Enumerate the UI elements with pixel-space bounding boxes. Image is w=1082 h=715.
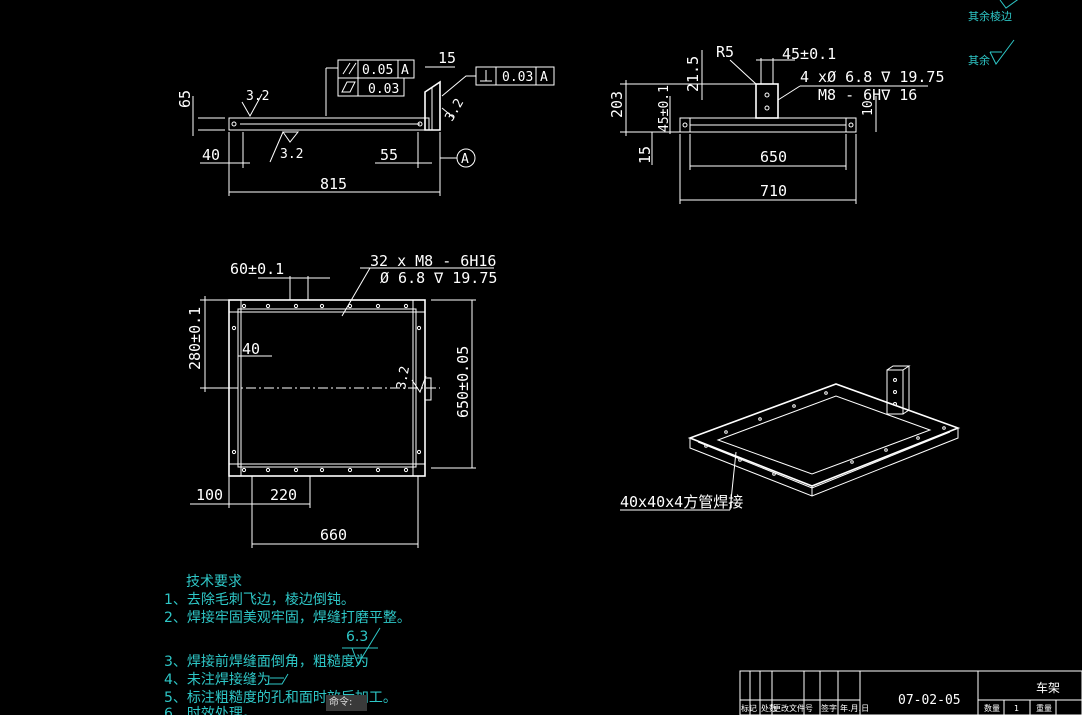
dim-r5: R5 (716, 43, 734, 61)
dim-15-side: 15 (636, 146, 654, 164)
dim-45-vert: 45±0.1 (657, 85, 672, 132)
roughness-top: 3.2 (394, 365, 413, 391)
tol-datum-a: A (401, 63, 409, 78)
tol-parallel: 0.05 (362, 63, 393, 78)
tb-h5: 年.月.日 (840, 703, 869, 713)
roughness-symbol-icon (989, 39, 1015, 65)
bolt-holes (231, 303, 422, 473)
roughness-32c: 3.2 (442, 96, 467, 124)
dim-40: 40 (202, 146, 220, 164)
roughness-32b: 3.2 (280, 147, 303, 162)
dim-10: 10 (861, 100, 876, 116)
dim-203: 203 (608, 91, 626, 118)
top-hole-note-1: 32 x M8 - 6H16 (370, 252, 496, 270)
dim-100: 100 (196, 486, 223, 504)
iso-holes (704, 391, 946, 476)
edge-roughness-label: 其余棱边 (968, 9, 1012, 23)
dim-21-5: 21.5 (684, 56, 702, 92)
tol-datum-a2: A (540, 70, 548, 85)
note-roughness-63: 6.3 (346, 629, 368, 645)
weight-label: 重量 (1036, 703, 1052, 713)
isometric-view: 40x40x4方管焊接 (620, 365, 961, 511)
hole-note-2: M8 - 6H∇ 16 (818, 86, 917, 104)
dim-815: 815 (320, 175, 347, 193)
side-view: 45±0.1 R5 21.5 203 45±0.1 15 650 710 4 x… (608, 43, 945, 204)
qty-value: 1 (1014, 704, 1019, 713)
dim-660: 660 (320, 526, 347, 544)
note-6: 6、时效处理。 (164, 706, 257, 715)
dim-650-side: 650 (760, 148, 787, 166)
drawing-number: 07-02-05 (898, 693, 961, 708)
dim-45: 45±0.1 (782, 45, 836, 63)
note-1: 1、去除毛刺飞边，棱边倒钝。 (164, 592, 355, 608)
tol-flatness: 0.03 (368, 82, 399, 97)
roughness-symbol-icon (999, 0, 1019, 9)
tb-h1: 标记 (741, 703, 757, 713)
top-right-roughness: 其余棱边 其余 (968, 0, 1019, 67)
dim-60: 60±0.1 (230, 260, 284, 278)
dim-55: 55 (380, 146, 398, 164)
rest-roughness-label: 其余 (968, 53, 990, 67)
dim-280: 280±0.1 (186, 307, 204, 370)
top-hole-note-2: Ø 6.8 ∇ 19.75 (380, 269, 497, 287)
iso-label: 40x40x4方管焊接 (620, 493, 743, 511)
note-4: 4、未注焊接缝为 (164, 671, 271, 688)
tb-h2: 处数 (761, 703, 777, 713)
roughness-32a: 3.2 (246, 89, 269, 104)
part-name: 车架 (1036, 680, 1060, 695)
hole-note-1: 4 xØ 6.8 ∇ 19.75 (800, 68, 945, 86)
dim-650-top: 650±0.05 (454, 346, 472, 418)
dim-15: 15 (438, 49, 456, 67)
tb-h4: 签字 (821, 703, 837, 713)
datum-a-circle: A (461, 152, 469, 167)
dim-710: 710 (760, 182, 787, 200)
notes-title: 技术要求 (186, 574, 242, 590)
top-view: 60±0.1 32 x M8 - 6H16 Ø 6.8 ∇ 19.75 280±… (186, 252, 497, 548)
dim-40-top: 40 (242, 340, 260, 358)
note-3: 3、焊接前焊缝面倒角，粗糙度为 (164, 653, 369, 670)
command-line-label[interactable]: 命令: (326, 695, 367, 711)
tb-h3: 更改文件号 (773, 703, 813, 713)
dim-220: 220 (270, 486, 297, 504)
front-view: 65 815 40 55 15 3.2 3.2 3.2 0.05 A 0.03 (176, 49, 555, 196)
dim-65: 65 (176, 90, 194, 108)
technical-notes: 技术要求 1、去除毛刺飞边，棱边倒钝。 2、焊接牢固美观牢固，焊缝打磨平整。 6… (164, 574, 411, 715)
title-block: 标记 处数 更改文件号 签字 年.月.日 07-02-05 车架 数量 1 重量 (739, 670, 1082, 715)
qty-label: 数量 (984, 703, 1000, 713)
tol-perpendicular: 0.03 (502, 70, 533, 85)
note-2: 2、焊接牢固美观牢固，焊缝打磨平整。 (164, 609, 411, 626)
